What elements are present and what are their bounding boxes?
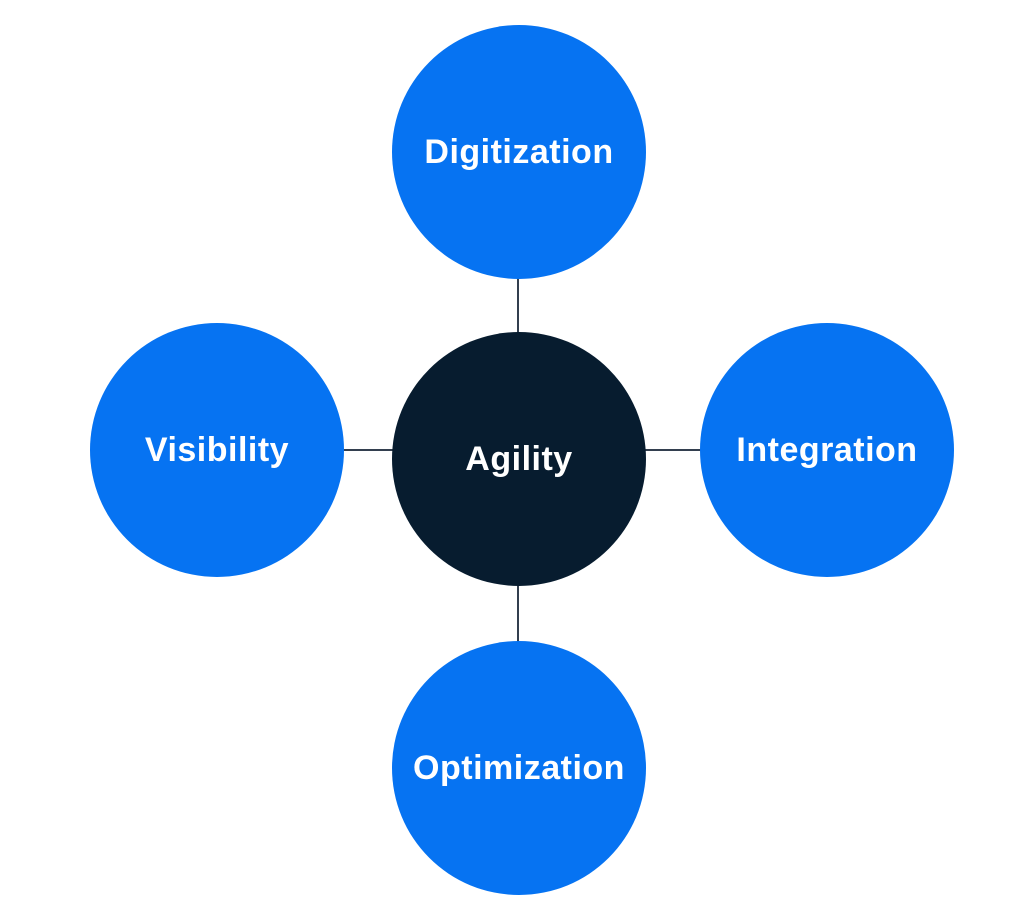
node-integration-label: Integration [736, 431, 918, 469]
node-digitization: Digitization [392, 25, 646, 279]
node-agility-label: Agility [465, 440, 573, 478]
node-integration: Integration [700, 323, 954, 577]
node-optimization: Optimization [392, 641, 646, 895]
node-visibility: Visibility [90, 323, 344, 577]
connector-hub-to-digitization [517, 276, 519, 338]
connector-hub-to-integration [642, 449, 704, 451]
connector-hub-to-visibility [340, 449, 396, 451]
node-digitization-label: Digitization [424, 133, 614, 171]
node-agility-hub: Agility [392, 332, 646, 586]
connector-hub-to-optimization [517, 583, 519, 645]
node-visibility-label: Visibility [144, 431, 290, 469]
node-optimization-label: Optimization [413, 749, 625, 787]
